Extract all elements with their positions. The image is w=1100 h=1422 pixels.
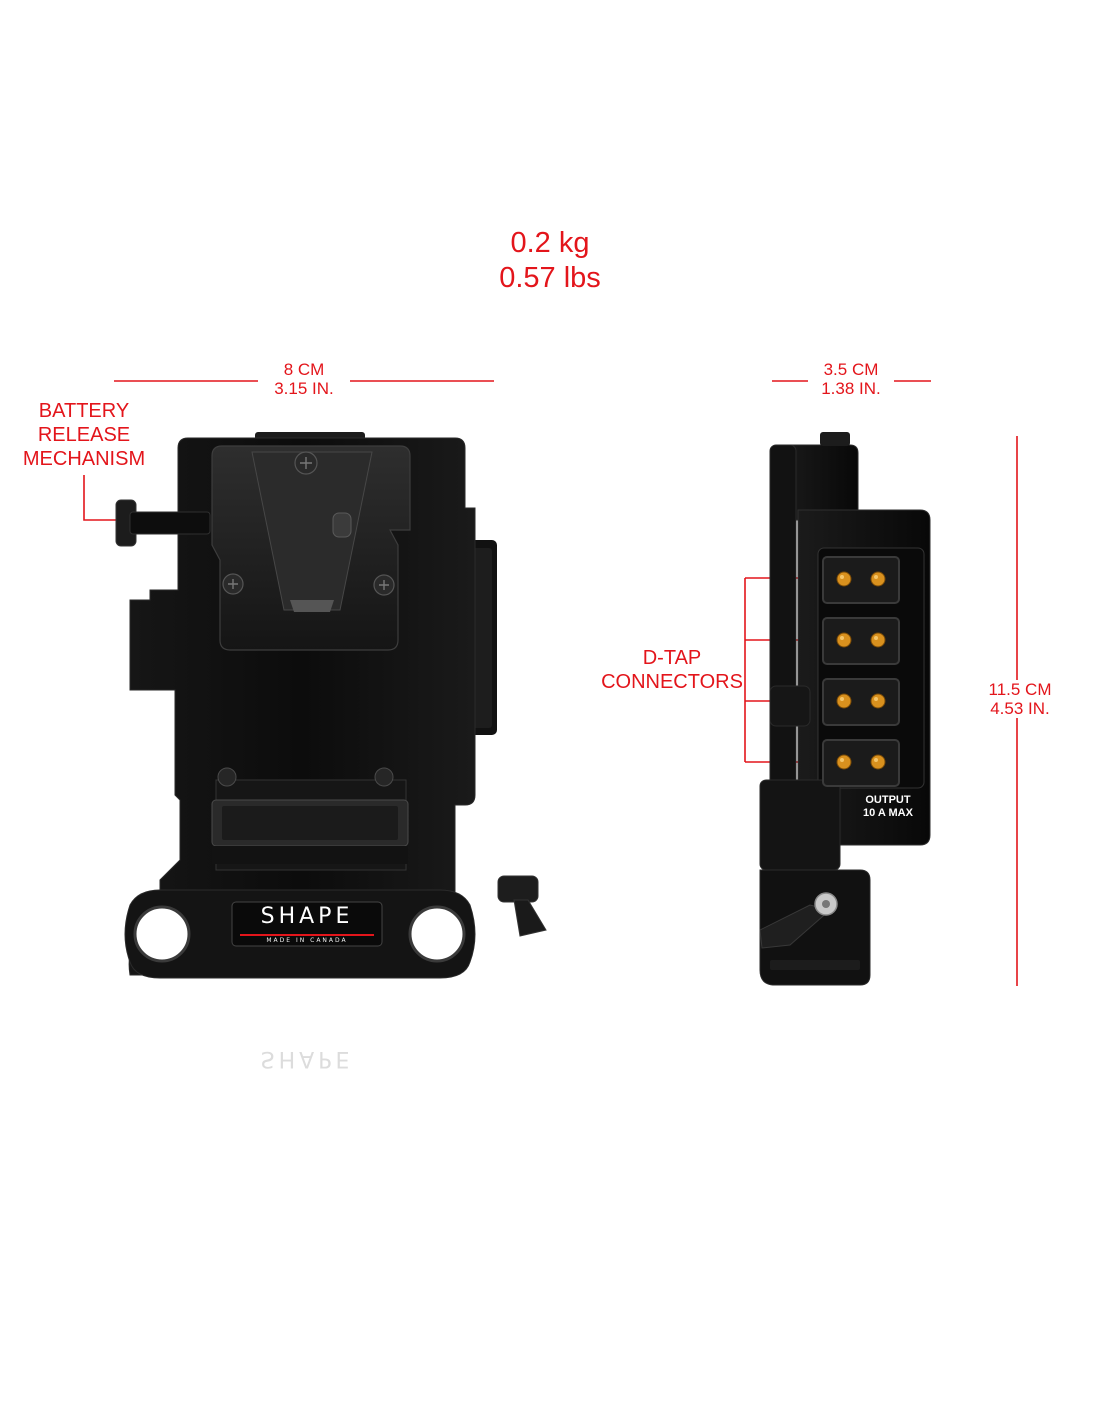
side-depth-label: 3.5 CM 1.38 IN. <box>808 360 894 399</box>
height-label: 11.5 CM 4.53 IN. <box>972 680 1068 719</box>
output-label-line-1: OUTPUT <box>865 794 911 806</box>
dtap-line-2: CONNECTORS <box>601 671 743 693</box>
battery-release-leader-line <box>83 475 120 521</box>
dtap-connector-2[interactable] <box>822 617 900 665</box>
battery-release-line-2: RELEASE <box>37 424 131 446</box>
front-width-metric: 8 CM <box>283 360 325 379</box>
brand-reflection: SHAPE <box>260 1046 354 1071</box>
front-width-label: 8 CM 3.15 IN. <box>258 360 350 399</box>
battery-release-callout: BATTERY RELEASE MECHANISM <box>12 399 156 471</box>
height-imperial: 4.53 IN. <box>990 699 1050 719</box>
weight-metric: 0.2 kg <box>510 227 590 259</box>
weight-label: 0.2 kg 0.57 lbs <box>450 226 650 297</box>
height-metric: 11.5 CM <box>988 680 1052 699</box>
output-label: OUTPUT 10 A MAX <box>848 794 928 820</box>
brand-tagline: MADE IN CANADA <box>266 937 348 944</box>
brand-logo: SHAPE <box>260 904 354 929</box>
dtap-connector-4[interactable] <box>822 739 900 787</box>
dtap-connector-3[interactable] <box>822 678 900 726</box>
output-label-line-2: 10 A MAX <box>863 807 913 820</box>
side-depth-imperial: 1.38 IN. <box>821 379 881 399</box>
weight-imperial: 0.57 lbs <box>499 262 601 295</box>
front-view <box>115 432 547 979</box>
dtap-connector-1[interactable] <box>822 556 900 604</box>
battery-release-line-3: MECHANISM <box>22 448 146 470</box>
side-depth-metric: 3.5 CM <box>823 360 879 379</box>
battery-release-line-1: BATTERY <box>38 400 130 422</box>
dtap-line-1: D-TAP <box>642 647 702 669</box>
dtap-callout: D-TAP CONNECTORS <box>600 646 744 694</box>
front-width-imperial: 3.15 IN. <box>274 379 334 399</box>
